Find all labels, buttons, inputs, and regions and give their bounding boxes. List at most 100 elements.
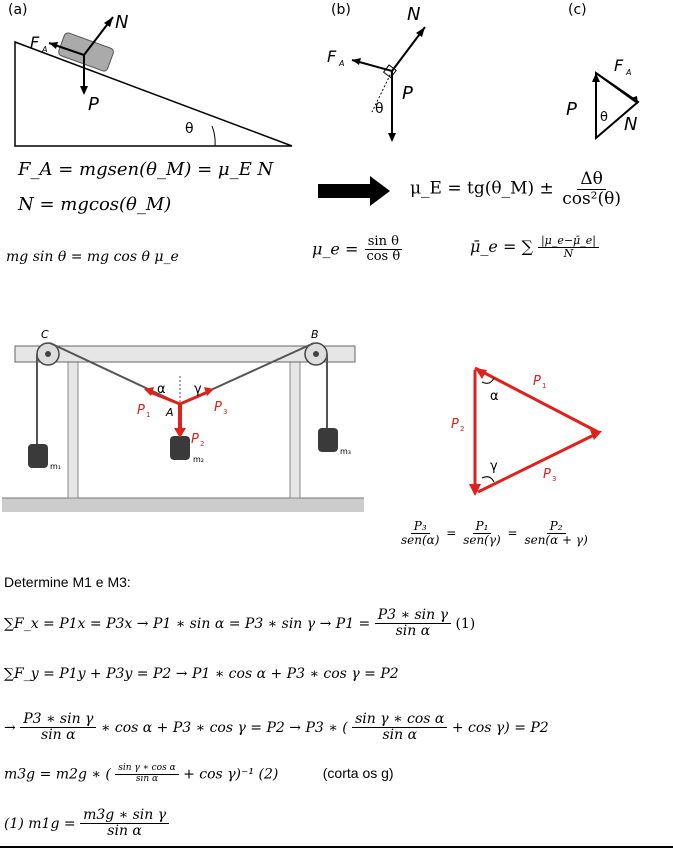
derivation-line-2: ∑F_y = P1y + P3y = P2 → P1 ∗ cos α + P3 … xyxy=(4,666,399,682)
line4-frac: sin γ ∗ cos α sin α xyxy=(115,763,179,785)
left-post xyxy=(67,361,79,499)
label-m1: m₁ xyxy=(50,462,61,471)
mass-m3 xyxy=(318,428,338,452)
derivation-line-5: (1) m1g = m3g ∗ sin γ sin α xyxy=(4,807,170,840)
arrowhead xyxy=(388,133,396,142)
muE-lhs: μ_E = tg(θ_M) ± xyxy=(410,178,554,199)
label-P3: P xyxy=(214,400,222,415)
muE-den: cos²(θ) xyxy=(562,188,621,209)
triangle-P1 xyxy=(474,366,599,434)
derivation-heading: Determine M1 e M3: xyxy=(4,574,131,590)
line5-num: m3g ∗ sin γ xyxy=(80,807,170,825)
equals: = xyxy=(507,526,518,541)
line3-mid: ∗ cos α + P3 ∗ cos γ = P2 → P3 ∗ ( xyxy=(100,719,348,736)
triangle-P3 xyxy=(477,432,597,494)
arrowhead xyxy=(144,387,154,396)
label-theta: θ xyxy=(600,110,608,125)
derivation-line-4: m3g = m2g ∗ ( sin γ ∗ cos α sin α + cos … xyxy=(4,763,394,785)
line3-den-2: sin α xyxy=(382,727,418,744)
line4-text: m3g = m2g ∗ ( xyxy=(4,766,111,783)
mue-lhs: μ_e = xyxy=(312,239,359,259)
label-FA: F xyxy=(614,56,624,75)
vector-P3 xyxy=(179,390,209,406)
mass-m2 xyxy=(170,436,190,460)
label-m2: m₂ xyxy=(193,455,204,464)
bottom-rule xyxy=(0,846,673,848)
label-P2-sub: 2 xyxy=(200,440,204,448)
label-N: N xyxy=(115,12,128,33)
label-N: N xyxy=(624,114,637,135)
label-P3-sub: 3 xyxy=(552,475,556,483)
label-P: P xyxy=(566,99,577,120)
line3-den-1: sin α xyxy=(41,727,76,744)
arrowhead xyxy=(80,86,88,95)
sine-frac-3: P₂ sen(α + γ) xyxy=(521,519,590,547)
label-P1-sub: 1 xyxy=(146,411,150,419)
friction-arrow xyxy=(595,72,637,103)
label-FA-sub: A xyxy=(625,68,631,77)
label-P1: P xyxy=(137,403,145,418)
sine-num-2: P₁ xyxy=(472,519,492,535)
eq-mue: μ_e = sin θ cos θ xyxy=(312,234,403,265)
label-FA-sub: A xyxy=(338,59,344,68)
eq-friction: F_A = mgsen(θ_M) = μ_E N xyxy=(18,159,274,180)
label-gamma: γ xyxy=(194,382,202,397)
arrowhead xyxy=(174,428,186,438)
sine-num-1: P₃ xyxy=(410,519,430,535)
right-angle xyxy=(382,64,397,79)
line3-frac-1: P3 ∗ sin γ sin α xyxy=(20,711,97,744)
line4-end: + cos γ)⁻¹ (2) xyxy=(183,766,279,783)
label-FA-sub: A xyxy=(41,45,47,54)
figure-apparatus: C B m₁ m₂ m₃ P 1 P 3 P 2 A α γ α γ P 1 P… xyxy=(2,328,602,512)
eq-normal: N = mgcos(θ_M) xyxy=(18,194,172,215)
label-m3: m₃ xyxy=(340,447,351,456)
line3-frac-2: sin γ ∗ cos α sin α xyxy=(352,711,448,744)
mubar-den: N xyxy=(563,247,574,261)
pulley-axle xyxy=(45,351,51,357)
ground xyxy=(2,498,364,512)
derivation-line-3: → P3 ∗ sin γ sin α ∗ cos α + P3 ∗ cos γ … xyxy=(4,711,549,744)
line1-text: ∑F_x = P1x = P3x → P1 ∗ sin α = P3 ∗ sin… xyxy=(4,615,371,632)
label-B: B xyxy=(311,328,319,341)
label-gamma: γ xyxy=(490,459,498,474)
eq-mue-bar: μ̄_e = ∑ |μ_e−μ̄_e| N xyxy=(470,234,599,261)
mubar-num: |μ_e−μ̄_e| xyxy=(537,234,599,249)
implies-arrow-icon xyxy=(318,176,390,206)
line4-note: (corta os g) xyxy=(322,765,394,782)
line1-num: P3 ∗ sin γ xyxy=(374,607,451,625)
label-P2: P xyxy=(191,432,199,447)
arrowhead xyxy=(590,430,602,440)
mubar-frac: |μ_e−μ̄_e| N xyxy=(537,234,599,261)
line1-den: sin α xyxy=(395,623,431,640)
pulley-axle xyxy=(313,351,319,357)
label-P: P xyxy=(88,94,99,115)
label-theta: θ xyxy=(375,101,384,117)
arrowhead xyxy=(204,387,214,396)
line5-frac: m3g ∗ sin γ sin α xyxy=(80,807,170,840)
arrowhead xyxy=(104,17,113,27)
mue-den: cos θ xyxy=(366,249,401,265)
line3-end: + cos γ) = P2 xyxy=(451,719,549,736)
angle-arc-alpha xyxy=(481,377,495,384)
arrowhead xyxy=(469,484,481,496)
label-alpha: α xyxy=(157,382,166,397)
label-P1-sub: 1 xyxy=(542,382,546,390)
line3-num-2: sin γ ∗ cos α xyxy=(352,711,448,729)
mubar-lhs: μ̄_e = ∑ xyxy=(470,237,533,257)
panel-b-label: (b) xyxy=(331,2,351,18)
label-P2-sub: 2 xyxy=(460,425,464,433)
eq-mg: mg sin θ = mg cos θ μ_e xyxy=(6,249,179,265)
line3-num-1: P3 ∗ sin γ xyxy=(20,711,97,729)
incline-triangle xyxy=(14,40,293,147)
panel-c-label: (c) xyxy=(568,2,587,18)
line4-num: sin γ ∗ cos α xyxy=(115,763,179,775)
label-P3-sub: 3 xyxy=(223,408,227,416)
derivation-line-1: ∑F_x = P1x = P3x → P1 ∗ sin α = P3 ∗ sin… xyxy=(4,607,475,640)
vector-P1 xyxy=(149,390,181,406)
right-post xyxy=(289,361,301,499)
label-A: A xyxy=(165,406,174,419)
label-P2: P xyxy=(451,417,459,432)
line5-den: sin α xyxy=(107,823,142,840)
sine-frac-1: P₃ sen(α) xyxy=(398,519,442,547)
label-P3: P xyxy=(543,467,551,482)
